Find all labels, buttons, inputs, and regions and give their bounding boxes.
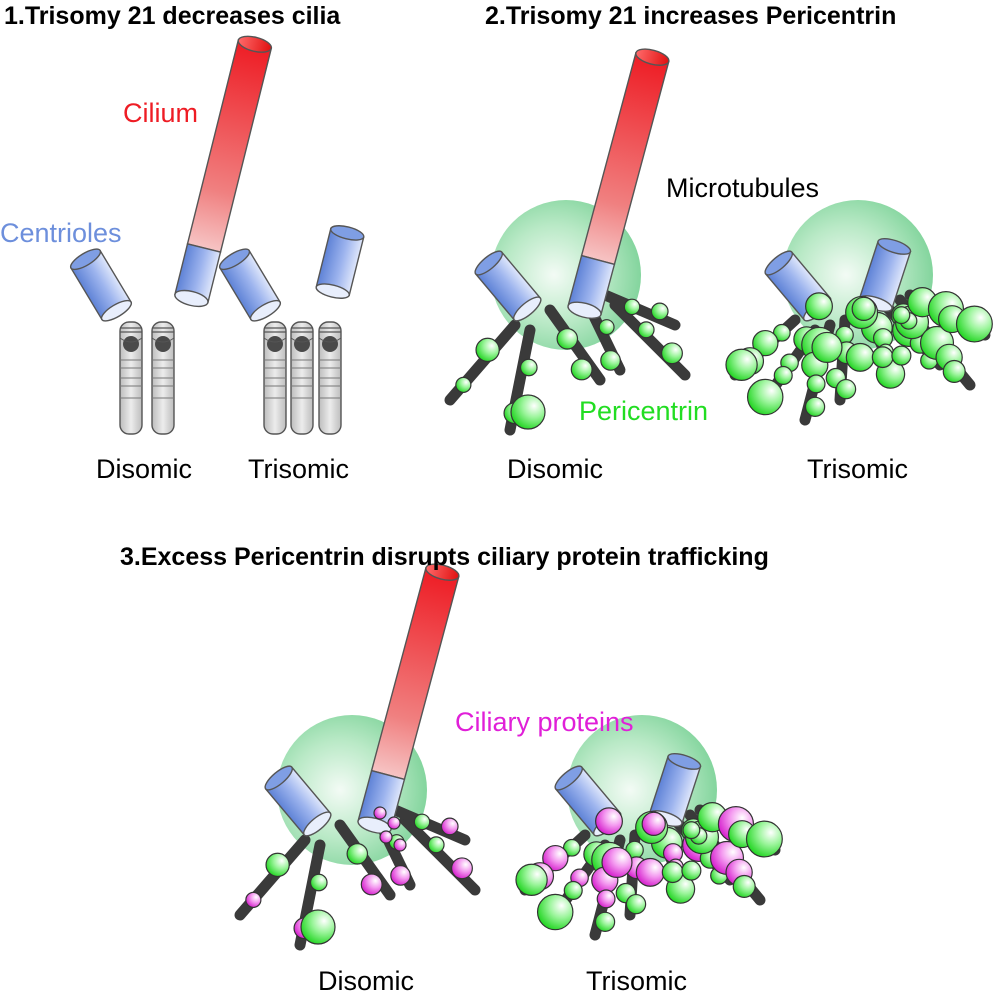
- ciliary-protein-particle-icon: [440, 817, 459, 836]
- pericentrin-particle-icon: [681, 860, 702, 881]
- ciliary-protein-particle-icon: [451, 857, 473, 880]
- pericentrin-particle-icon: [475, 337, 500, 363]
- pericentrin-particle-icon: [519, 358, 538, 377]
- pericentrin-particle-icon: [871, 346, 894, 369]
- panel-2-title: 2.Trisomy 21 increases Pericentrin: [485, 2, 897, 30]
- centriole-icon: [67, 244, 135, 326]
- pericentrin-particle-icon: [845, 342, 875, 372]
- panel-1-trisomic-label: Trisomic: [248, 454, 349, 484]
- chromosome-icon: [318, 321, 342, 435]
- panel-2-disomic-label: Disomic: [507, 454, 604, 484]
- pericentrin-label: Pericentrin: [579, 396, 709, 426]
- panel-3-trisomic-label: Trisomic: [586, 966, 687, 996]
- pericentrin-particle-icon: [835, 378, 857, 400]
- pericentrin-particle-icon: [598, 319, 615, 336]
- centrioles-label: Centrioles: [0, 218, 122, 248]
- ciliary-proteins-label: Ciliary proteins: [455, 707, 634, 737]
- ciliary-protein-particle-icon: [641, 811, 666, 837]
- pericentrin-particle-icon: [600, 350, 621, 371]
- pericentrin-particle-icon: [773, 365, 793, 386]
- panel-2-disomic-centrosome: [444, 45, 691, 436]
- pericentrin-particle-icon: [772, 323, 791, 342]
- pericentrin-particle-icon: [942, 359, 966, 383]
- pericentrin-particle-icon: [682, 821, 701, 840]
- pericentrin-particle-icon: [637, 321, 655, 339]
- pericentrin-particle-icon: [562, 838, 581, 857]
- pericentrin-particle-icon: [536, 893, 574, 931]
- pericentrin-particle-icon: [725, 348, 758, 382]
- microtubule-icon: [389, 804, 471, 846]
- pericentrin-particle-icon: [265, 852, 290, 878]
- pericentrin-particle-icon: [300, 909, 336, 945]
- microtubules-label: Microtubules: [666, 173, 820, 203]
- pericentrin-particle-icon: [892, 306, 911, 325]
- panel-3-title: 3.Excess Pericentrin disrupts ciliary pr…: [120, 543, 769, 571]
- pericentrin-particle-icon: [732, 874, 756, 898]
- ciliary-protein-particle-icon: [390, 865, 411, 886]
- pericentrin-particle-icon: [510, 394, 546, 430]
- pericentrin-particle-icon: [556, 328, 579, 350]
- ciliary-protein-particle-icon: [379, 830, 393, 844]
- ciliary-protein-particle-icon: [393, 838, 407, 852]
- ciliary-protein-particle-icon: [387, 816, 401, 830]
- pericentrin-particle-icon: [563, 880, 583, 901]
- pericentrin-particle-icon: [570, 358, 593, 381]
- ciliary-protein-particle-icon: [595, 807, 623, 836]
- ciliary-protein-particle-icon: [601, 846, 633, 879]
- panel-3-disomic-centrosome: [234, 560, 481, 951]
- ciliary-protein-particle-icon: [360, 873, 383, 896]
- pericentrin-particle-icon: [746, 378, 784, 416]
- pericentrin-particle-icon: [413, 813, 431, 831]
- pericentrin-particle-icon: [309, 873, 328, 892]
- pericentrin-particle-icon: [427, 836, 445, 854]
- chromosome-icon: [290, 321, 314, 435]
- pericentrin-particle-icon: [455, 376, 472, 394]
- pericentrin-particle-icon: [650, 302, 669, 321]
- pericentrin-particle-icon: [625, 893, 647, 915]
- pericentrin-particle-icon: [891, 345, 912, 366]
- centriole-icon: [216, 244, 284, 326]
- ciliary-protein-particle-icon: [635, 857, 665, 887]
- pericentrin-particle-icon: [661, 342, 683, 365]
- pericentrin-particle-icon: [805, 292, 833, 321]
- pericentrin-particle-icon: [806, 374, 826, 394]
- panel-3-disomic-label: Disomic: [318, 966, 415, 996]
- panel-2-trisomic-centrosome: [725, 200, 993, 426]
- microtubule-icon: [599, 289, 681, 331]
- chromosome-icon: [119, 321, 143, 435]
- pericentrin-particle-icon: [515, 863, 548, 897]
- centriole-icon: [314, 222, 366, 302]
- pericentrin-particle-icon: [804, 396, 826, 418]
- ciliary-protein-particle-icon: [245, 891, 262, 909]
- pericentrin-particle-icon: [623, 298, 641, 316]
- pericentrin-particle-icon: [594, 911, 616, 933]
- ciliary-protein-particle-icon: [596, 889, 616, 909]
- ciliary-protein-particle-icon: [373, 806, 387, 820]
- pericentrin-particle-icon: [851, 296, 876, 322]
- panel-3-trisomic-centrosome: [515, 715, 783, 941]
- cilium-label: Cilium: [123, 98, 199, 128]
- chromosome-icon: [151, 321, 175, 435]
- ciliary-protein-particle-icon: [542, 844, 569, 872]
- pericentrin-particle-icon: [661, 861, 684, 884]
- pericentrin-particle-icon: [955, 305, 993, 343]
- pericentrin-particle-icon: [346, 843, 369, 865]
- pericentrin-particle-icon: [752, 329, 779, 357]
- panel-1-title: 1.Trisomy 21 decreases cilia: [4, 2, 341, 30]
- chromosome-icon: [263, 321, 287, 435]
- pericentrin-particle-icon: [811, 331, 843, 364]
- panel-1-disomic-label: Disomic: [96, 454, 193, 484]
- pericentrin-particle-icon: [745, 820, 783, 858]
- panel-2-trisomic-label: Trisomic: [807, 454, 908, 484]
